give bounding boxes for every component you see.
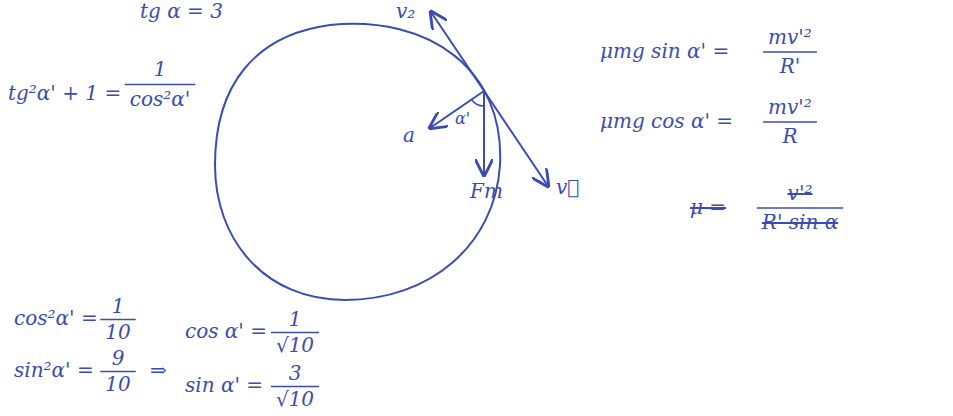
acceleration-vector [430,91,484,128]
equation-text: v⃗ [556,176,579,199]
equation-text: √10 [276,388,314,411]
equation-text: R' [780,55,801,78]
fraction-bar [125,84,196,86]
equation-text: ⇒ [150,359,167,382]
equation-text: cos²α' [130,88,191,111]
equation-text: tg²α' + 1 = [8,82,121,105]
friction-vector [483,91,485,175]
equation-text: a [403,124,415,147]
equation-text: 3 [289,362,302,385]
equation-text: tg α = 3 [140,0,223,23]
equation-text: sin²α' = [14,359,94,382]
equation-text: cos α' = [185,320,267,343]
fraction-bar [757,207,843,209]
equation-text: sin α' = [185,374,263,397]
equation-text: R [782,125,797,148]
equation-text: 1 [112,295,125,318]
equation-text: mv'² [768,26,812,49]
equation-text: v₂ [396,0,415,23]
equation-text: v'² [788,182,813,205]
equation-text: 1 [154,58,167,81]
equation-text: 9 [112,347,125,370]
fraction-bar [763,51,817,53]
equation-text: 1 [289,308,302,331]
equation-text: √10 [276,334,314,357]
trajectory-curve [215,24,500,300]
equation-text: mv'² [768,96,812,119]
velocity-tangent [431,12,548,186]
equation-text: cos²α' = [14,307,98,330]
equation-text: μmg sin α' = [600,40,729,63]
equation-text: 10 [105,321,130,344]
fraction-bar [763,121,817,123]
equation-text: R' sin α [762,211,838,234]
equation-text: μ = [690,196,726,219]
equation-text: μmg cos α' = [600,110,733,133]
equation-text: Fт [470,180,503,203]
equation-text: α' [455,110,470,128]
angle-arc [472,100,484,107]
equation-text: 10 [105,373,130,396]
